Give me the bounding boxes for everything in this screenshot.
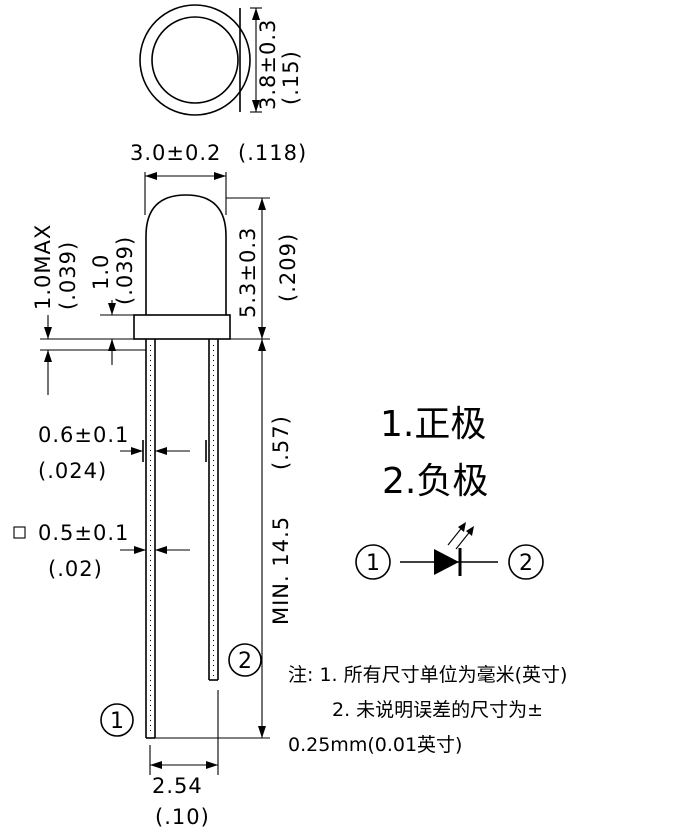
flange-dim: 1.0 (.039) <box>89 236 137 365</box>
lead-square-label: 0.5±0.1 <box>38 521 129 545</box>
diode-triangle <box>434 549 459 575</box>
flange-max-label: 1.0MAX <box>31 224 55 310</box>
flange-label: 1.0 <box>89 254 113 290</box>
symbol-pin-2 <box>508 544 544 580</box>
square-symbol <box>13 526 26 539</box>
pin-1-marker <box>100 703 134 737</box>
pin-2-marker <box>228 643 262 677</box>
svg-text:2: 2 <box>519 551 533 576</box>
pin-markers: 1 2 <box>100 643 262 737</box>
pitch-label: 2.54 <box>152 774 203 798</box>
note-line-1: 注: 1. 所有尺寸单位为毫米(英寸) <box>288 664 568 686</box>
led-dome <box>145 194 227 315</box>
body-height-label: 5.3±0.3 <box>236 227 260 318</box>
lead-length-label: MIN. 14.5 <box>269 516 293 625</box>
body-width-inch-label: (.118) <box>238 141 307 165</box>
svg-text:1: 1 <box>110 709 124 734</box>
svg-text:1: 1 <box>366 551 380 576</box>
flange-max-dim: 1.0MAX (.039) <box>31 224 146 395</box>
body-height-inch-label: (.209) <box>276 233 300 302</box>
lead-width-label: 0.6±0.1 <box>38 423 129 447</box>
body-width-label: 3.0±0.2 <box>130 141 221 165</box>
legend-positive: 1.正极 <box>380 404 487 445</box>
top-view: 3.8±0.3 (.15) <box>139 4 303 116</box>
pitch-inch-label: (.10) <box>155 805 210 829</box>
led-body <box>133 194 231 340</box>
leads <box>142 339 219 739</box>
svg-text:2: 2 <box>238 649 252 674</box>
led-flange <box>133 314 231 340</box>
led-symbol: 1 2 <box>355 522 544 580</box>
top-view-outer-circle <box>139 4 251 116</box>
symbol-pin-1 <box>355 544 391 580</box>
lead-square-inch-label: (.02) <box>48 557 103 581</box>
body-height-dim: 5.3±0.3 (.209) <box>226 197 300 340</box>
top-diameter-label: 3.8±0.3 <box>256 19 280 110</box>
lead-length-inch-label: (.57) <box>269 415 293 470</box>
note-line-2: 2. 未说明误差的尺寸为± <box>332 699 544 721</box>
top-diameter-inch-label: (.15) <box>279 50 303 105</box>
legend-negative: 2.负极 <box>382 461 489 502</box>
body-width-dim: 3.0±0.2 (.118) <box>130 141 307 215</box>
lead-length-dim: MIN. 14.5 (.57) <box>155 339 293 739</box>
lead-width-dim: 0.6±0.1 (.024) <box>38 423 190 483</box>
flange-inch-label: (.039) <box>113 236 137 305</box>
pitch-dim: 2.54 (.10) <box>149 690 219 829</box>
lead-width-inch-label: (.024) <box>38 459 107 483</box>
lead-square-dim: 0.5±0.1 (.02) <box>13 521 190 581</box>
top-view-inner-circle <box>151 16 239 104</box>
note-line-3: 0.25mm(0.01英寸) <box>288 734 463 756</box>
flange-max-inch-label: (.039) <box>56 241 80 310</box>
